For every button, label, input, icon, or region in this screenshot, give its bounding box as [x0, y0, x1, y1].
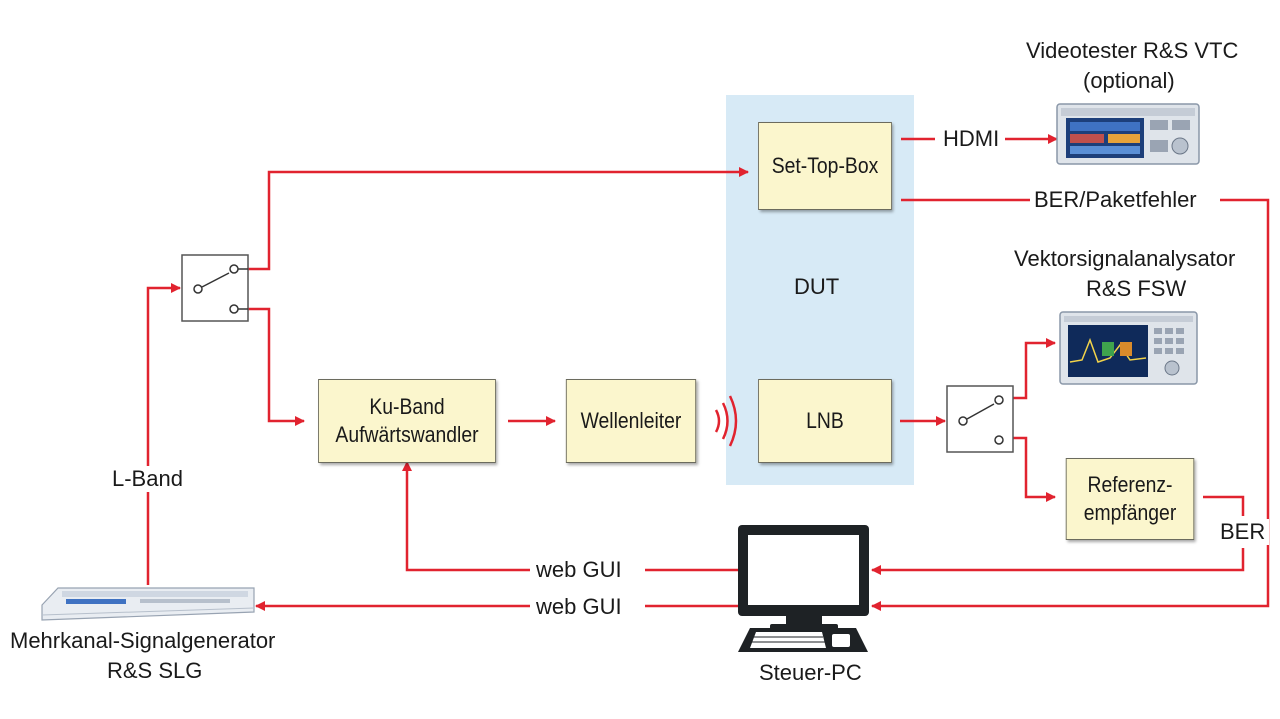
- line-ber-packet-b: [871, 198, 1270, 611]
- lnb-box: LNB: [758, 379, 892, 463]
- webgui-bottom-label: web GUI: [532, 594, 626, 620]
- upconverter-label-line2: Aufwärtswandler: [335, 422, 479, 447]
- wireless-waves-icon: [714, 395, 738, 447]
- line-to-ref: [1013, 436, 1056, 502]
- reference-receiver-box: Referenz- empfänger: [1065, 458, 1195, 540]
- lnb-label: LNB: [806, 408, 844, 433]
- signal-generator-title-line2: R&S SLG: [107, 658, 203, 683]
- vsa-title-line2: R&S FSW: [1086, 276, 1187, 301]
- set-top-box: Set-Top-Box: [758, 122, 892, 210]
- control-pc-label: Steuer-PC: [759, 660, 862, 685]
- ber-label: BER: [1216, 519, 1270, 545]
- line-to-upconverter: [248, 307, 305, 426]
- vector-signal-analyzer-icon: [1059, 311, 1198, 385]
- set-top-box-label: Set-Top-Box: [771, 153, 879, 178]
- hdmi-label: HDMI: [939, 126, 1004, 152]
- ber-packet-error-label: BER/Paketfehler: [1030, 187, 1201, 213]
- line-to-settop: [248, 167, 749, 271]
- signal-generator-device-icon: [41, 587, 255, 621]
- ku-band-upconverter-box: Ku-Band Aufwärtswandler: [318, 379, 496, 463]
- webgui-top-label: web GUI: [532, 557, 626, 583]
- rf-switch-1-icon: [181, 254, 249, 322]
- dut-label: DUT: [794, 274, 840, 299]
- ref-label-line1: Referenz-: [1087, 472, 1173, 497]
- vsa-title-line1: Vektorsignalanalysator: [1014, 246, 1236, 271]
- videotester-title-line2: (optional): [1083, 68, 1175, 93]
- videotester-title-line1: Videotester R&S VTC: [1026, 38, 1239, 63]
- waveguide-label: Wellenleiter: [580, 408, 682, 433]
- upconverter-label-line1: Ku-Band: [369, 394, 445, 419]
- line-lband: [146, 283, 181, 585]
- control-pc-icon: [738, 525, 869, 652]
- rf-switch-2-icon: [946, 385, 1014, 453]
- lband-label: L-Band: [108, 466, 187, 492]
- signal-generator-title-line1: Mehrkanal-Signalgenerator: [10, 628, 276, 653]
- waveguide-box: Wellenleiter: [565, 379, 697, 463]
- line-ber-a: [1203, 495, 1245, 516]
- ref-label-line2: empfänger: [1083, 500, 1177, 525]
- line-to-vsa: [1013, 338, 1056, 400]
- line-ber-b: [871, 548, 1245, 575]
- line-webgui-top-b: [402, 461, 530, 572]
- videotester-device-icon: [1056, 103, 1200, 165]
